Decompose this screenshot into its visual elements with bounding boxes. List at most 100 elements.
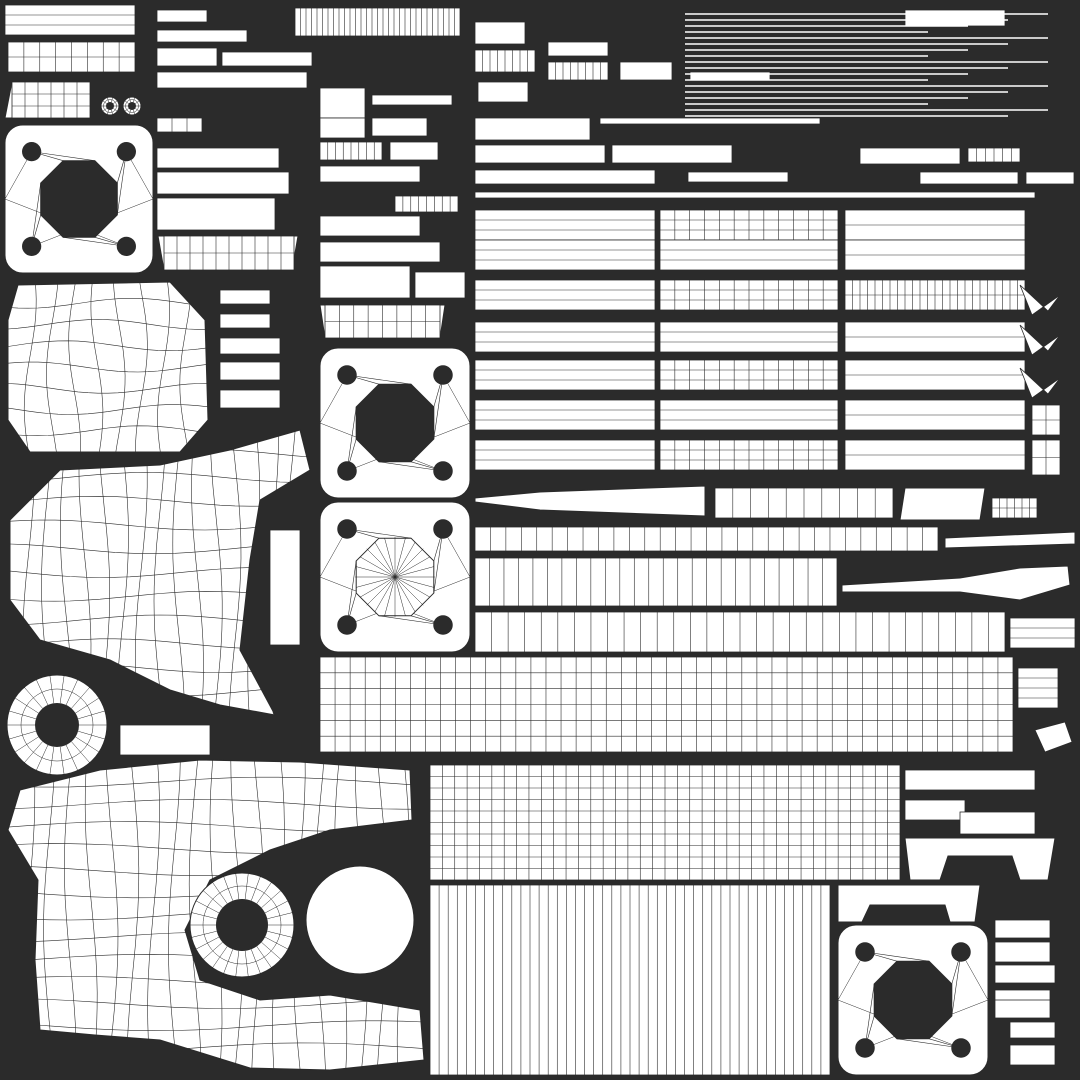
uv-island-strip-c2-9 (219, 289, 271, 305)
uv-panel-col1-row-5 (474, 399, 656, 431)
uv-island-strip-tr-12 (967, 147, 1021, 163)
uv-panel-col1-row-1 (474, 239, 656, 271)
uv-island-top-left-strip (4, 4, 136, 36)
uv-island-strip-tr-3 (547, 41, 609, 57)
uv-island-strip-tr-8 (599, 117, 821, 125)
uv-island-trapezoid-b-grid (11, 81, 91, 119)
uv-island-trapezoid-grid (7, 41, 136, 73)
uv-island-trapezoid-c3-grid (324, 304, 441, 339)
uv-island-long-panel-b (429, 764, 901, 881)
uv-island-strip-c3-5 (389, 141, 439, 161)
uv-island-edge-box-b (1031, 439, 1061, 476)
uv-island-small-ring-a (100, 96, 120, 116)
uv-island-strip-c2-4 (156, 71, 308, 89)
uv-island-strip-c2-3 (221, 51, 313, 67)
uv-panel-col1-row-4 (474, 359, 656, 391)
uv-island-strip-tr-13 (474, 169, 656, 185)
uv-island-small-ring-b (122, 96, 142, 116)
uv-panel-col1-row-6 (474, 439, 656, 471)
uv-island-strip-tr-11 (859, 147, 961, 165)
uv-island-strip-row-a (474, 526, 939, 552)
uv-island-strip-br-stack-6 (1009, 1044, 1056, 1066)
uv-island-strip-c2-7 (156, 171, 290, 195)
uv-island-strip-row-b (474, 557, 838, 607)
uv-island-bolt-plate-spoked (319, 501, 471, 653)
uv-island-strip-c3-3 (371, 117, 428, 137)
uv-island-vertical-bar (269, 529, 301, 646)
uv-island-ring-large-left (6, 674, 108, 776)
uv-island-fine-strip-top (294, 7, 461, 37)
uv-island-strip-c3-1 (371, 94, 453, 106)
uv-island-strip-c3-7 (319, 215, 421, 237)
uv-panel-col1-row-0 (474, 209, 656, 241)
uv-island-strip-c3-9 (319, 265, 411, 299)
uv-island-strip-tr-9 (474, 144, 606, 164)
uv-island-strip-br-b (904, 799, 966, 821)
uv-island-strip-br-stack-1 (994, 941, 1051, 963)
uv-island-strip-tr-2 (477, 81, 529, 103)
uv-island-strip-c3-8 (319, 241, 441, 263)
uv-island-strip-c2-5 (156, 117, 203, 133)
uv-island-strip-br-stack-5 (1009, 1021, 1056, 1039)
uv-island-bracket-b (837, 884, 981, 923)
uv-island-tilted-bit (1034, 721, 1073, 753)
uv-island-strip-tr-6 (904, 9, 1006, 27)
uv-island-wedge (899, 487, 986, 521)
uv-island-strip-c2-11 (219, 337, 281, 355)
uv-island-strip-c3-11 (394, 195, 459, 213)
uv-island-strip-tr-0 (474, 21, 526, 45)
uv-island-strip-br-stack-0 (994, 919, 1051, 939)
uv-panel-col3-row-6 (844, 439, 1026, 471)
uv-island-edge-box-a (1031, 404, 1061, 436)
uv-panel-col3-row-3 (844, 321, 1026, 353)
uv-island-thin-rod (944, 531, 1076, 549)
uv-island-long-panel-c (429, 884, 831, 1076)
uv-island-strip-tr-10 (611, 144, 733, 164)
uv-panel-col2-row-3 (659, 321, 839, 353)
uv-panel-col3-row-0 (844, 209, 1026, 241)
uv-island-seat-shape (7, 281, 209, 453)
uv-panel-col3-row-5 (844, 399, 1026, 431)
uv-island-strip-br-a (904, 769, 1036, 791)
uv-panel-col3-row-1 (844, 239, 1026, 271)
uv-island-strip-tr-4 (547, 61, 609, 81)
uv-island-strip-c2-6 (156, 147, 280, 169)
uv-island-strip-br-c (959, 811, 1036, 835)
uv-island-long-panel-a (319, 656, 1014, 753)
uv-panel-col3-row-4 (844, 359, 1026, 391)
uv-panel-col2-row-1 (659, 239, 839, 271)
uv-island-strip-tr-14 (687, 171, 789, 183)
uv-island-strip-tr-5 (619, 61, 673, 81)
uv-island-strip-tr-15 (919, 171, 1019, 185)
uv-island-strip-c2-13 (219, 389, 281, 409)
uv-panel-col3-row-2 (844, 279, 1026, 311)
uv-panel-col2-row-5 (659, 399, 839, 431)
uv-island-bowtie-2 (1019, 367, 1061, 399)
uv-island-strip-br-stack-2 (994, 964, 1056, 984)
uv-island-strip-c2-8 (156, 197, 276, 231)
uv-panel-col2-row-2 (659, 279, 839, 311)
uv-island-bowtie-0 (1019, 284, 1061, 316)
uv-island-strip-c2-2 (156, 47, 218, 67)
uv-panel-col1-row-2 (474, 279, 656, 311)
uv-island-strip-c3-10 (414, 271, 466, 299)
uv-island-disc-lower (305, 865, 415, 975)
uv-panel-col2-row-6 (659, 439, 839, 471)
uv-island-bowtie-1 (1019, 324, 1061, 356)
uv-island-strip-c3-4 (319, 141, 383, 161)
uv-island-strip-row-c (474, 611, 1006, 653)
uv-island-bolt-plate-middle (319, 347, 471, 499)
uv-island-bracket-a (904, 837, 1056, 881)
uv-panel-col2-row-4 (659, 359, 839, 391)
uv-island-strip-br-stack-4 (994, 999, 1051, 1019)
uv-island-strip-c3-6 (319, 165, 421, 183)
uv-island-tapered-rod-b (841, 565, 1071, 601)
uv-island-small-rect-left (119, 724, 211, 756)
uv-panel-col2-row-0 (659, 209, 839, 241)
uv-island-small-grid-a (991, 497, 1038, 519)
uv-panel-col1-row-3 (474, 321, 656, 353)
uv-island-strip-c3-2 (319, 117, 366, 139)
uv-island-tapered-rod-a (474, 485, 706, 517)
uv-island-strip-tr-17 (474, 191, 1036, 199)
